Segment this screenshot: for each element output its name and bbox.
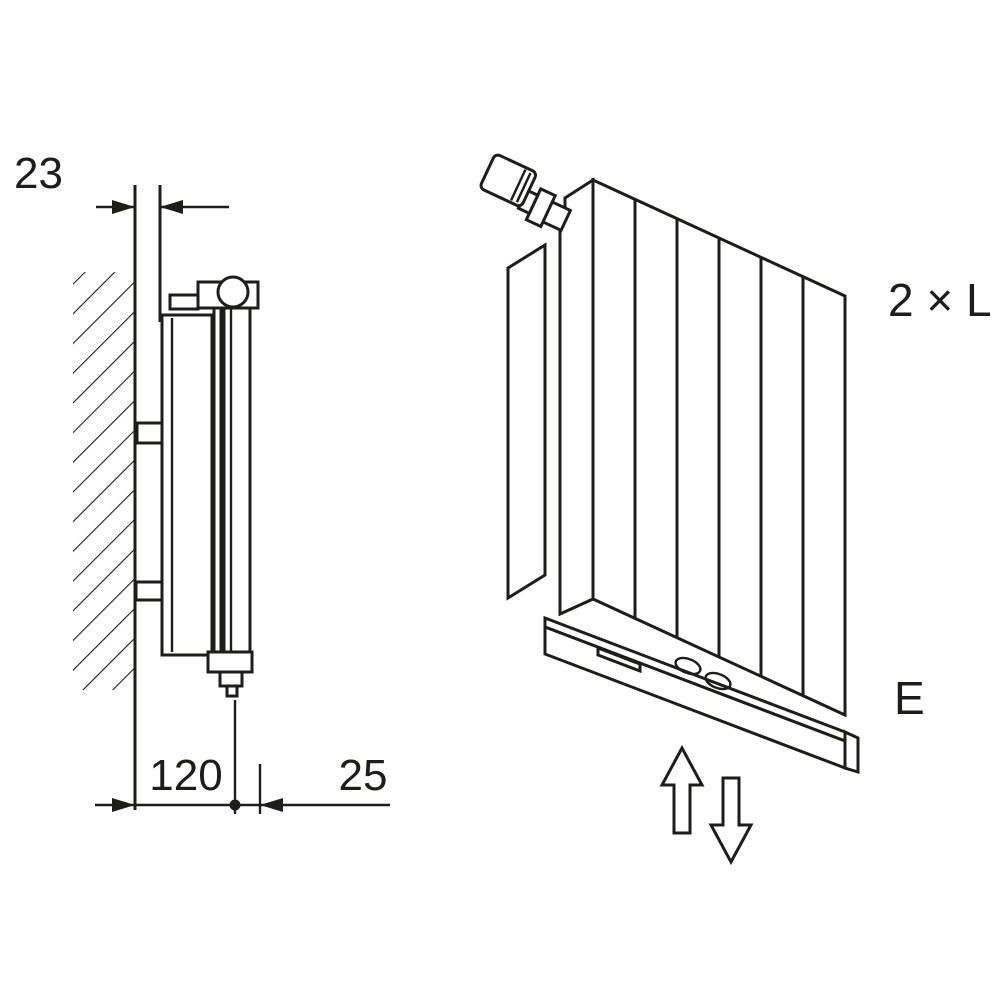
top-step xyxy=(168,293,200,311)
dim-arrow-left-icon xyxy=(160,200,183,214)
connection-holes xyxy=(674,656,732,691)
radiator-side-profile xyxy=(160,275,260,698)
label-E: E xyxy=(894,672,925,724)
dim-label-120: 120 xyxy=(149,751,222,800)
side-cover-panel xyxy=(506,242,547,601)
dim-label-25: 25 xyxy=(339,751,388,800)
base-bracket-detail xyxy=(596,645,642,674)
flow-arrows xyxy=(659,744,754,866)
valve-knob-icon xyxy=(216,275,250,309)
wall-hatch xyxy=(73,272,135,690)
rear-panel xyxy=(160,313,214,657)
base-assembly xyxy=(543,615,860,775)
isometric-view: 2 × L E xyxy=(479,153,992,866)
dim-arrow-left-icon xyxy=(260,798,283,812)
middle-fin xyxy=(212,306,223,662)
dim-arrow-right-icon xyxy=(112,200,135,214)
flow-up-arrow-icon xyxy=(659,744,705,835)
bottom-foot xyxy=(218,670,244,688)
wall-bracket-upper xyxy=(135,421,164,445)
side-frame xyxy=(558,177,595,617)
flow-down-arrow-icon xyxy=(708,776,754,866)
front-panel xyxy=(222,296,252,672)
slatted-panel xyxy=(591,177,847,718)
label-2xL: 2 × L xyxy=(888,274,992,326)
bottom-stub xyxy=(225,684,239,698)
dim-point-icon xyxy=(229,799,241,811)
dim-arrow-right-icon xyxy=(112,798,135,812)
valve-icon xyxy=(479,153,573,233)
dimension-120-25: 120 25 xyxy=(95,700,390,814)
side-view: 23 120 25 xyxy=(14,149,390,814)
base-end-cap xyxy=(843,729,860,775)
wall-bracket-lower xyxy=(134,580,164,602)
dim-label-23: 23 xyxy=(14,149,63,198)
dimension-23: 23 xyxy=(14,149,229,214)
bottom-header xyxy=(206,650,254,674)
